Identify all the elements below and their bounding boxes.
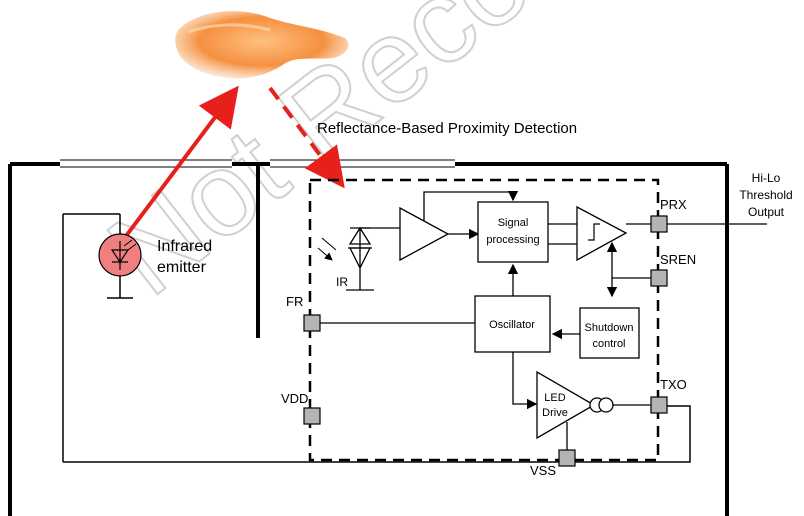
- infrared-emitter: Infrared emitter: [62, 213, 212, 462]
- oscillator-block: Oscillator: [320, 263, 551, 410]
- pin-fr-label: FR: [286, 294, 303, 309]
- pin-prx: [650, 215, 668, 233]
- emitted-beam: [118, 85, 239, 246]
- oscillator-label: Oscillator: [489, 319, 535, 331]
- shutdown-label-1: Shutdown: [585, 322, 634, 334]
- preamplifier: [399, 190, 519, 262]
- signal-processing-label-1: Signal: [498, 217, 529, 229]
- txo-wire: [63, 405, 691, 463]
- led-drive-label-2: Drive: [542, 407, 568, 419]
- emitter-label-line2: emitter: [157, 259, 207, 276]
- led-drive-block: LED Drive: [536, 370, 651, 450]
- output-label-2: Threshold: [739, 188, 792, 202]
- output-label: Hi-Lo Threshold Output: [739, 171, 792, 219]
- signal-processing-label-2: processing: [486, 234, 539, 246]
- pin-sren-label: SREN: [660, 252, 696, 267]
- emitter-label-line1: Infrared: [157, 238, 212, 255]
- pin-vss-label: VSS: [530, 463, 556, 478]
- pin-vss: [558, 449, 576, 467]
- pin-prx-label: PRX: [660, 197, 687, 212]
- pin-vdd-label: VDD: [281, 391, 308, 406]
- device-enclosure: [8, 159, 729, 516]
- output-label-1: Hi-Lo: [752, 171, 781, 185]
- pin-vdd: [303, 407, 321, 425]
- pin-fr: [303, 314, 321, 332]
- pins: PRX SREN FR VDD TXO VSS: [281, 197, 767, 478]
- shutdown-control-block: Shutdown control: [551, 307, 640, 359]
- photodiode-label: IR: [336, 275, 348, 289]
- hand-illustration: [175, 11, 349, 79]
- pin-sren: [650, 269, 668, 287]
- pin-txo-label: TXO: [660, 377, 687, 392]
- signal-processing-block: Signal processing: [477, 201, 577, 263]
- comparator: [576, 205, 651, 298]
- led-drive-label-1: LED: [544, 392, 565, 404]
- diagram-title: Reflectance-Based Proximity Detection: [317, 120, 577, 137]
- reflected-beam: [268, 86, 345, 189]
- pin-txo: [650, 396, 668, 414]
- shutdown-label-2: control: [592, 338, 625, 350]
- output-label-3: Output: [748, 205, 785, 219]
- photodiode: IR: [317, 226, 400, 291]
